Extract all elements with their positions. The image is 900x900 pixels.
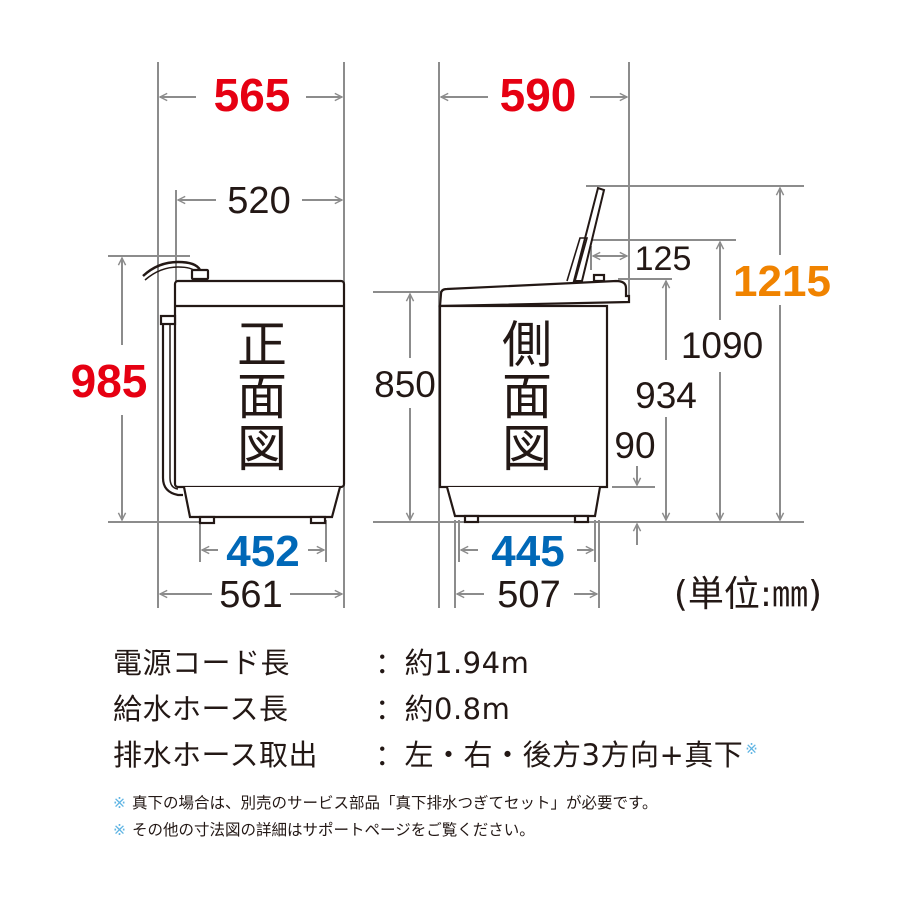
- front-view-label-char: 面: [237, 368, 287, 426]
- note-mark: ※: [113, 821, 126, 839]
- footnotes: ※ 真下の場合は、別売のサービス部品「真下排水つぎてセット」が必要です。 ※ その他…: [113, 790, 657, 844]
- side-lid-hinge-height: 1090: [681, 325, 763, 366]
- side-foot-outer-depth: 507: [497, 574, 560, 616]
- note-text: その他の寸法図の詳細はサポートページをご覧ください。: [132, 821, 535, 839]
- footnote: ※ その他の寸法図の詳細はサポートページをご覧ください。: [113, 817, 657, 844]
- front-view-label-char: 正: [237, 316, 287, 374]
- front-overall-width: 565: [214, 69, 291, 121]
- front-body-width: 520: [227, 180, 290, 222]
- spec-value-text: ：左・右・後方3方向+真下: [375, 738, 744, 772]
- spec-row-drain-hose: 排水ホース取出 ：左・右・後方3方向+真下※: [113, 732, 758, 778]
- spec-row-supply-hose: 給水ホース長 ：約0.8m: [113, 686, 758, 732]
- note-text: 真下の場合は、別売のサービス部品「真下排水つぎてセット」が必要です。: [132, 794, 658, 812]
- front-foot-outer-width: 561: [219, 574, 282, 616]
- spec-row-power-cord: 電源コード長 ：約1.94m: [113, 640, 758, 686]
- side-overall-depth: 590: [500, 69, 577, 121]
- dimension-diagram: 正 面 図 565 520 985 452 561: [71, 62, 831, 616]
- spec-value: ：左・右・後方3方向+真下※: [375, 732, 758, 778]
- unit-label: (単位:㎜): [674, 574, 822, 615]
- side-view-label-char: 図: [502, 420, 552, 478]
- side-foot-inner-depth: 445: [491, 527, 564, 576]
- side-view: 側 面 図 590 125 1215 1090 934 850 90 445 5…: [373, 62, 831, 616]
- side-body-height: 850: [374, 364, 436, 405]
- footnote: ※ 真下の場合は、別売のサービス部品「真下排水つぎてセット」が必要です。: [113, 790, 657, 817]
- note-reference-mark: ※: [745, 740, 759, 758]
- spec-value: ：約1.94m: [375, 646, 530, 680]
- side-lid-open-height: 1215: [733, 257, 831, 306]
- spec-list: 電源コード長 ：約1.94m 給水ホース長 ：約0.8m 排水ホース取出 ：左・…: [113, 640, 758, 778]
- side-top-height: 934: [635, 375, 697, 416]
- front-view: 正 面 図 565 520 985 452 561: [71, 62, 346, 616]
- spec-value: ：約0.8m: [375, 692, 511, 726]
- side-base-gap: 90: [614, 425, 655, 466]
- note-mark: ※: [113, 794, 126, 812]
- side-view-label-char: 側: [502, 316, 552, 374]
- spec-label: 給水ホース長: [113, 692, 289, 726]
- front-view-label-char: 図: [237, 420, 287, 478]
- spec-label: 排水ホース取出: [113, 738, 319, 772]
- front-height: 985: [71, 355, 148, 407]
- front-foot-inner-width: 452: [226, 527, 299, 576]
- side-view-label-char: 面: [502, 368, 552, 426]
- side-lid-offset: 125: [635, 240, 692, 278]
- spec-label: 電源コード長: [113, 646, 291, 680]
